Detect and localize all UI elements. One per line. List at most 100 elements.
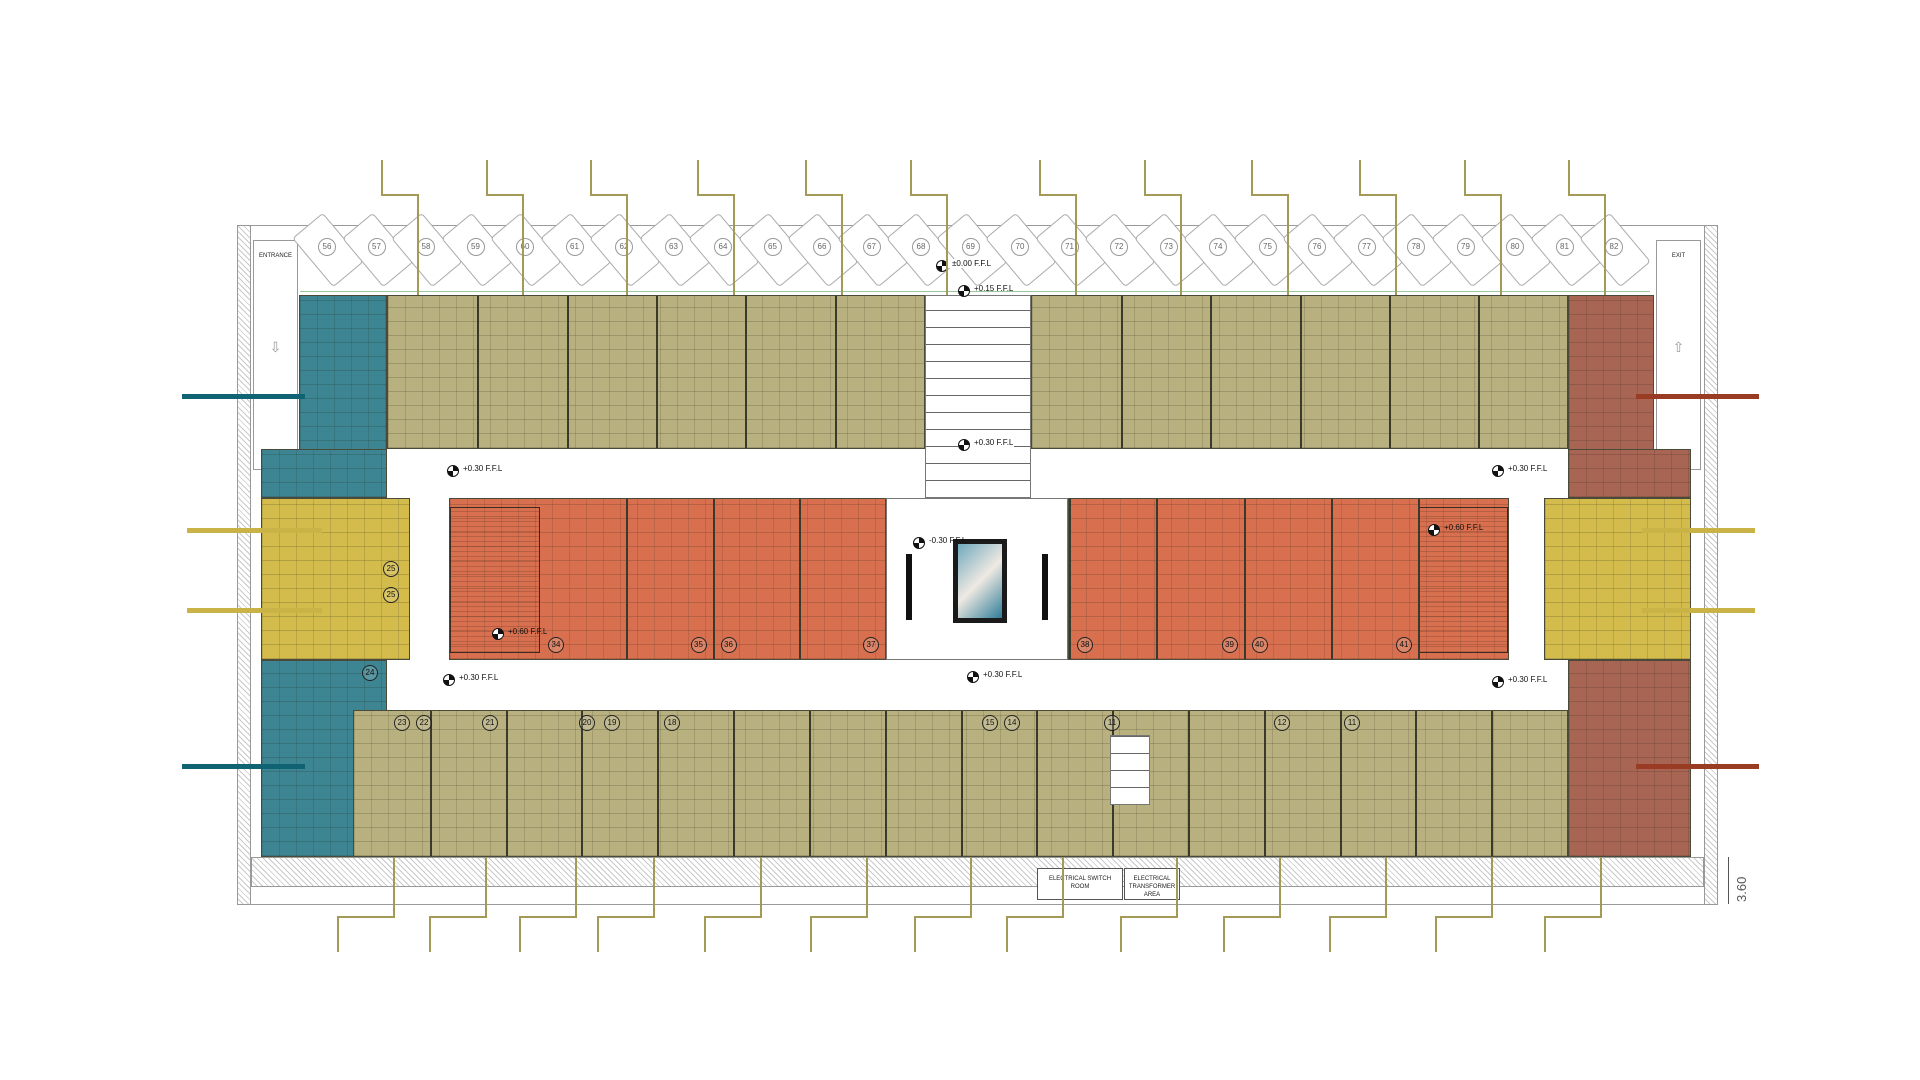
unit-divider: [1415, 711, 1418, 856]
callout-leader: [182, 764, 305, 769]
level-marker: +0.60 F.F.L: [492, 627, 548, 640]
parking-number: 71: [1060, 238, 1079, 256]
callout-leader: [182, 394, 305, 399]
unit-divider: [657, 711, 660, 856]
parking-number: 81: [1555, 238, 1574, 256]
unit-divider: [1330, 499, 1333, 659]
unit-number: 12: [1274, 715, 1290, 731]
exit-ramp: EXIT ⇧: [1656, 240, 1701, 470]
parking-number: 68: [912, 238, 930, 256]
callout-leader: [1600, 857, 1602, 916]
east-duplex-units: [1544, 498, 1691, 660]
entrance-arrow-icon: ⇩: [269, 339, 282, 355]
unit-divider: [1491, 711, 1494, 856]
unit-divider: [733, 711, 736, 856]
callout-leader: [1395, 194, 1397, 295]
electrical-room: ELECTRICAL SWITCH ROOM: [1037, 868, 1123, 900]
unit-number: 15: [982, 715, 998, 731]
parking-number: 75: [1258, 238, 1277, 256]
unit-number: 11: [1344, 715, 1360, 731]
parking-number: 80: [1506, 238, 1524, 256]
callout-leader: [337, 916, 395, 952]
unit-divider: [1243, 499, 1246, 659]
unit-divider: [1339, 711, 1342, 856]
parking-number: 65: [763, 238, 782, 256]
callout-leader: [1642, 528, 1755, 533]
transformer-area: ELECTRICAL TRANSFORMER AREA: [1124, 868, 1180, 900]
callout-leader: [1279, 857, 1281, 916]
level-marker: ±0.00 F.F.L: [936, 259, 992, 272]
level-marker: +0.30 F.F.L: [443, 673, 499, 686]
unit-divider: [1477, 296, 1480, 448]
unit-divider: [960, 711, 963, 856]
unit-divider: [808, 711, 811, 856]
callout-leader: [1039, 160, 1077, 196]
level-marker: +0.30 F.F.L: [447, 464, 503, 477]
callout-leader: [1287, 194, 1289, 295]
callout-leader: [810, 916, 868, 952]
unit-number: 11: [1104, 715, 1120, 731]
callout-leader: [187, 608, 322, 613]
unit-divider: [1210, 296, 1213, 448]
exit-label: EXIT: [1671, 253, 1686, 259]
callout-leader: [187, 528, 322, 533]
main-entry-stair: [925, 295, 1031, 498]
top-east-townhouses: [1031, 295, 1568, 449]
callout-leader: [1491, 857, 1493, 916]
parking-number: 69: [961, 238, 980, 256]
parking-number: 62: [615, 238, 633, 256]
parking-number: 60: [516, 238, 534, 256]
unit-divider: [1036, 711, 1039, 856]
transformer-label: ELECTRICAL TRANSFORMER AREA: [1128, 876, 1176, 898]
unit-number: 20: [579, 715, 595, 731]
unit-divider: [566, 296, 569, 448]
parking-number: 63: [664, 238, 683, 256]
callout-leader: [597, 916, 655, 952]
parking-number: 64: [714, 238, 732, 256]
callout-leader: [1385, 857, 1387, 916]
level-marker: +0.30 F.F.L: [967, 670, 1023, 683]
parking-number: 61: [565, 238, 584, 256]
callout-leader: [485, 857, 487, 916]
unit-divider: [1418, 499, 1420, 659]
unit-divider: [1156, 499, 1159, 659]
parking-number: 59: [466, 238, 485, 256]
callout-leader: [946, 194, 948, 295]
unit-number: 37: [863, 637, 879, 653]
unit-divider: [745, 296, 748, 448]
parking-number: 67: [862, 238, 881, 256]
level-marker: +0.30 F.F.L: [1492, 464, 1548, 477]
unit-number: 23: [394, 715, 410, 731]
callout-leader: [575, 857, 577, 916]
unit-number: 36: [720, 637, 737, 653]
parking-number: 56: [318, 238, 336, 256]
callout-leader: [1464, 160, 1502, 196]
callout-leader: [1604, 194, 1606, 295]
unit-divider: [1388, 296, 1391, 448]
level-marker: +0.30 F.F.L: [1492, 675, 1548, 688]
callout-leader: [1544, 916, 1602, 952]
level-marker: +0.30 F.F.L: [958, 438, 1014, 451]
parking-number: 78: [1407, 238, 1425, 256]
callout-leader: [841, 194, 843, 295]
unit-divider: [712, 499, 715, 659]
unit-divider: [884, 711, 887, 856]
callout-leader: [733, 194, 735, 295]
level-marker: -0.30 F.F.L: [913, 536, 969, 549]
callout-leader: [381, 160, 419, 196]
callout-leader: [1359, 160, 1397, 196]
callout-leader: [910, 160, 948, 196]
parking-number: 79: [1456, 238, 1475, 256]
east-boundary-wall: [1704, 225, 1718, 905]
callout-leader: [866, 857, 868, 916]
electrical-room-label: ELECTRICAL SWITCH ROOM: [1048, 876, 1112, 890]
south-stair-core: [1110, 735, 1150, 805]
callout-leader: [1176, 857, 1178, 916]
callout-leader: [1006, 916, 1064, 952]
unit-number: 35: [690, 637, 707, 653]
unit-divider: [626, 499, 629, 659]
callout-leader: [805, 160, 843, 196]
callout-leader: [1636, 764, 1759, 769]
east-villa-north-annex: [1568, 449, 1691, 498]
unit-divider: [1299, 296, 1302, 448]
